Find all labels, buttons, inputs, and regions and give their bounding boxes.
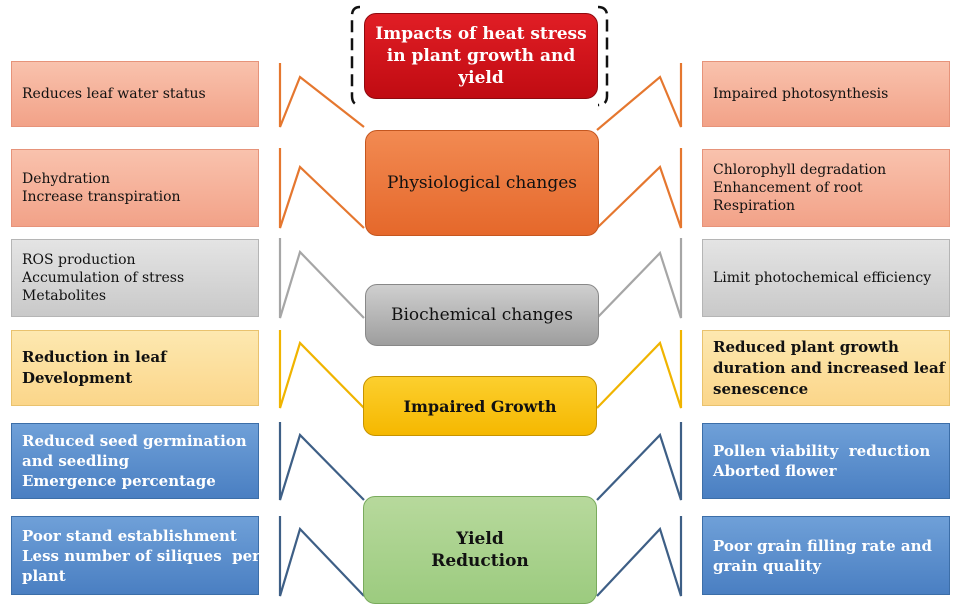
text-line: Reduced plant growth xyxy=(713,337,899,356)
text-line: Aborted flower xyxy=(713,462,837,480)
text-line: Physiological changes xyxy=(386,173,578,193)
text-line: senescence xyxy=(713,379,809,398)
connector-right-4 xyxy=(596,330,683,409)
text-line: Poor stand establishment xyxy=(22,526,237,545)
text-line: duration and increased leaf xyxy=(713,358,946,377)
connector-left-1 xyxy=(278,63,365,128)
connector-left-6 xyxy=(278,516,365,597)
text-line: Reduction in leaf xyxy=(22,348,167,366)
connector-right-6 xyxy=(596,516,683,597)
text-line: plant xyxy=(22,566,66,585)
text-line: Less number of siliques per xyxy=(22,546,261,565)
text-line: and seedling xyxy=(22,452,130,470)
right-box-photochemical-efficiency: Limit photochemical efficiency xyxy=(702,239,950,317)
text-line: ROS production xyxy=(22,252,136,268)
connector-right-2 xyxy=(596,148,683,229)
text-line: Increase transpiration xyxy=(22,189,181,205)
connector-left-3 xyxy=(278,238,365,319)
text-line: yield xyxy=(458,68,504,88)
connector-left-4 xyxy=(278,330,365,409)
text-line: Reduces leaf water status xyxy=(22,86,206,102)
text-line: Respiration xyxy=(713,198,796,214)
text-line: Metabolites xyxy=(22,288,107,304)
left-box-leaf-water-status: Reduces leaf water status xyxy=(11,61,259,127)
text-line: Accumulation of stress xyxy=(22,270,185,286)
text-line: Yield xyxy=(456,529,504,549)
biochemical-changes-node: Biochemical changes xyxy=(365,284,599,346)
physiological-changes-node: Physiological changes xyxy=(365,130,599,236)
text-line: Development xyxy=(22,369,133,387)
text-line: Enhancement of root xyxy=(713,180,863,196)
connector-right-5 xyxy=(596,422,683,501)
text-line: Reduction xyxy=(431,551,529,571)
text-line: Impaired Growth xyxy=(403,396,557,416)
connector-right-1 xyxy=(596,63,683,131)
title-dashed-bracket xyxy=(350,5,609,107)
text-line: Chlorophyll degradation xyxy=(713,162,887,178)
text-line: Pollen viability reduction xyxy=(713,442,931,460)
connector-right-3 xyxy=(596,238,683,319)
impaired-growth-node: Impaired Growth xyxy=(363,376,597,436)
connector-left-5 xyxy=(278,422,365,501)
text-line: Dehydration xyxy=(22,171,110,187)
text-line: Impacts of heat stress xyxy=(375,24,587,44)
text-line: grain quality xyxy=(713,556,822,575)
text-line: Reduced seed germination xyxy=(22,432,247,450)
text-line: Poor grain filling rate and xyxy=(713,536,932,555)
right-box-plant-growth-duration: Reduced plant growth duration and increas… xyxy=(702,330,950,406)
text-line: Limit photochemical efficiency xyxy=(713,270,932,286)
text-line: in plant growth and xyxy=(386,46,576,66)
right-box-photosynthesis: Impaired photosynthesis xyxy=(702,61,950,127)
text-line: Impaired photosynthesis xyxy=(713,86,889,102)
connector-left-2 xyxy=(278,148,365,229)
text-line: Emergence percentage xyxy=(22,472,216,490)
text-line: Biochemical changes xyxy=(391,305,573,325)
